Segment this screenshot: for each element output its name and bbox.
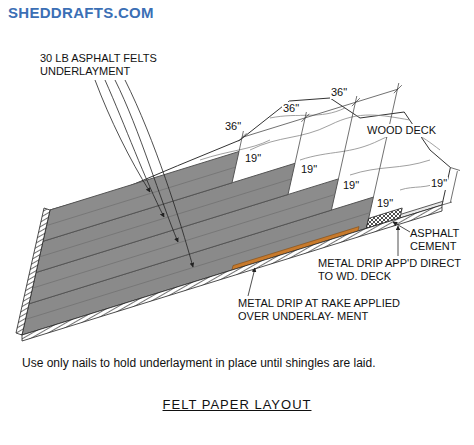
dimension-label: 19": [342, 179, 360, 192]
note-text: Use only nails to hold underlayment in p…: [22, 356, 452, 371]
callout-label: WOOD DECK: [366, 124, 437, 137]
wood-deck: [22, 98, 450, 335]
dimension-label: 19": [244, 152, 262, 165]
watermark: SHEDDRAFTS.COM: [8, 6, 154, 19]
dimension-lines: [238, 83, 460, 205]
callout-label: METAL DRIP AT RAKE APPLIED OVER UNDERLAY…: [238, 297, 400, 323]
callout-label: 30 LB ASPHALT FELTS UNDERLAYMENT: [40, 52, 190, 78]
dimension-label: 36": [224, 120, 242, 133]
dimension-label: 36": [282, 102, 300, 115]
dimension-label: 19": [430, 177, 448, 190]
deck-side-edge: [16, 208, 50, 335]
callout-label: METAL DRIP APP'D DIRECT TO WD. DECK: [318, 257, 470, 283]
diagram-title: FELT PAPER LAYOUT: [0, 398, 474, 411]
callout-label: ASPHALT CEMENT: [410, 227, 470, 253]
dimension-label: 36": [330, 86, 348, 99]
dimension-label: 19": [376, 197, 394, 210]
wood-grain: [200, 108, 445, 190]
dimension-label: 19": [300, 163, 318, 176]
